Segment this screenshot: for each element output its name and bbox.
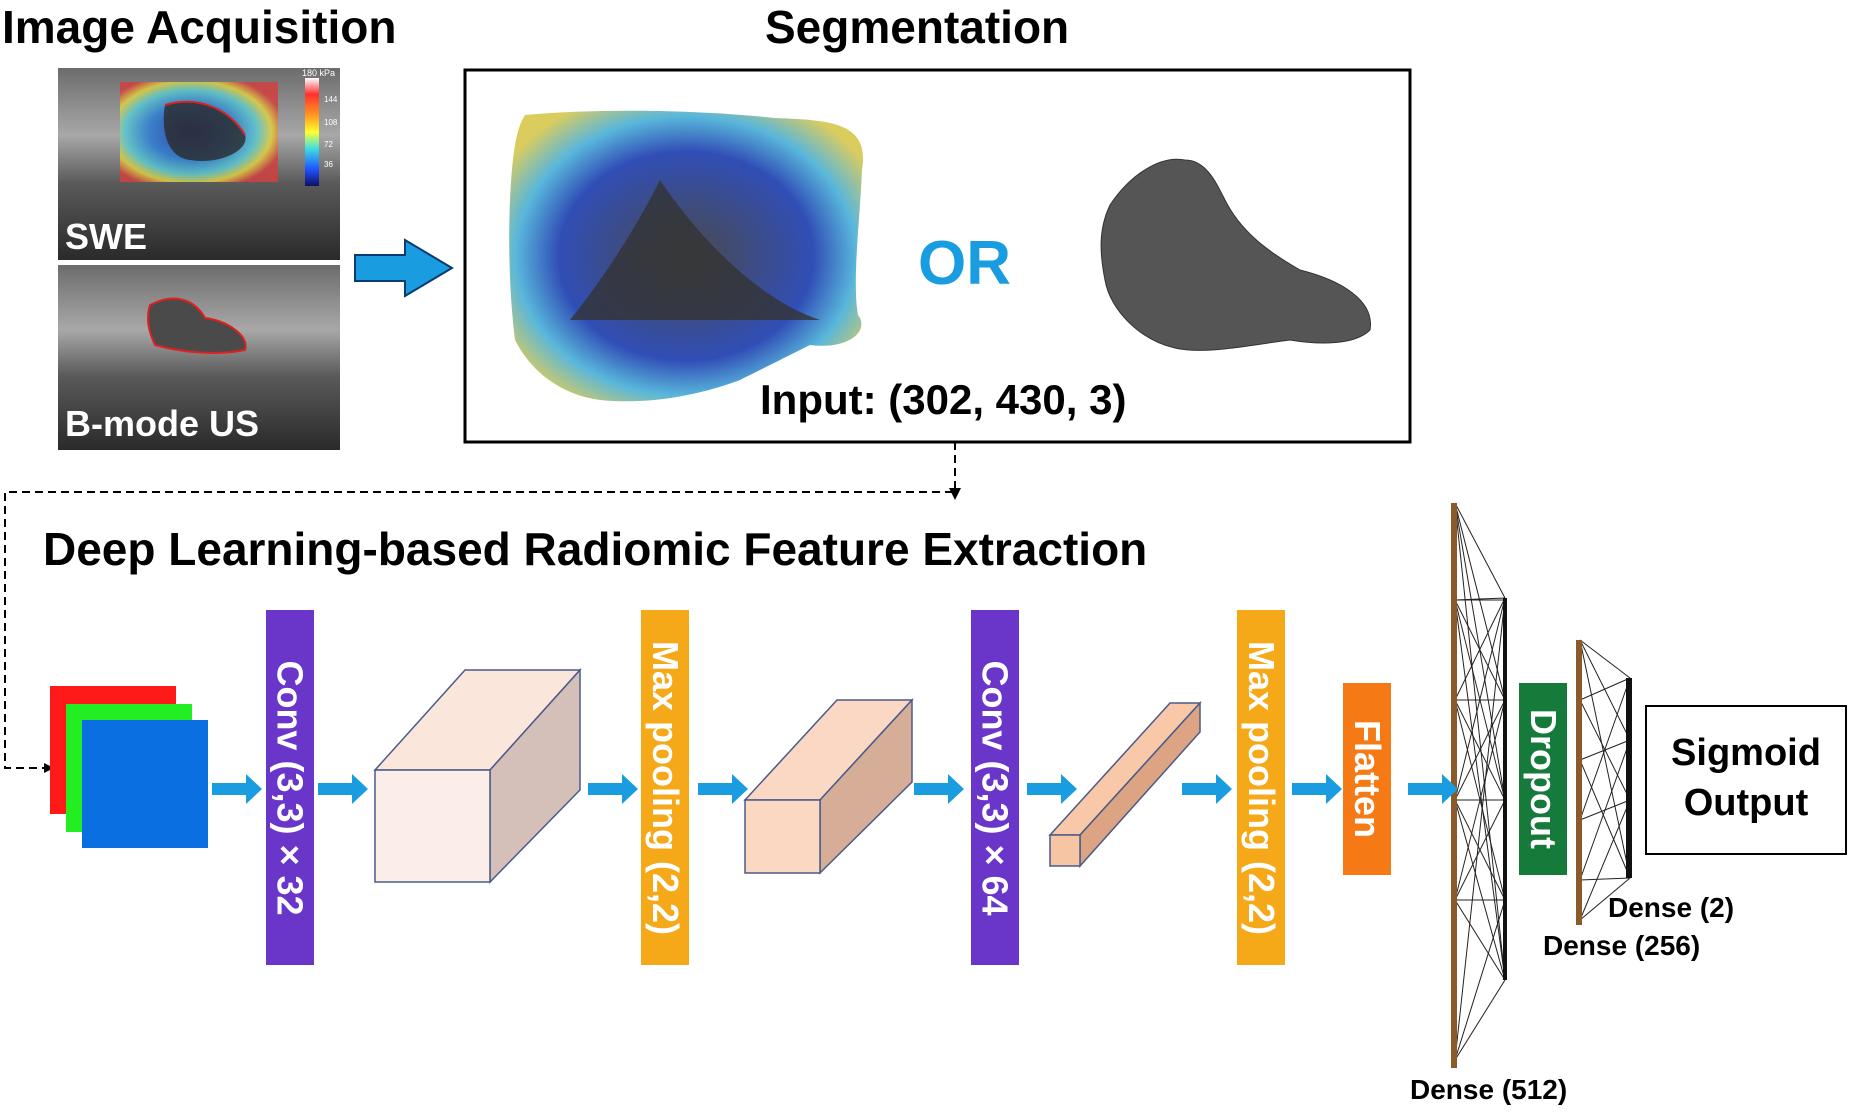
pool2-label: Max pooling (2,2): [1241, 640, 1283, 935]
right-arrow-icon: [212, 774, 262, 804]
swe-image: [58, 68, 340, 260]
dense-512-label: Dense (512): [1410, 1074, 1568, 1105]
dense-256-label: Dense (256): [1543, 930, 1701, 961]
bmode-label: B-mode US: [65, 403, 260, 444]
sigmoid-output-line1: Sigmoid: [1671, 732, 1821, 774]
bmode-roi-image: [1100, 158, 1371, 351]
right-arrow-icon: [1182, 774, 1232, 804]
pool2-layer: Max pooling (2,2): [1237, 610, 1285, 965]
dashed-connector: [4, 442, 961, 773]
conv2-layer: Conv (3,3) × 64: [971, 610, 1019, 965]
heading-image-acquisition: Image Acquisition: [2, 1, 397, 53]
heading-segmentation: Segmentation: [765, 1, 1070, 53]
channel-blue: [82, 720, 208, 848]
right-arrow-icon: [1027, 774, 1077, 804]
right-arrow-icon: [354, 238, 454, 298]
conv2-label: Conv (3,3) × 64: [975, 659, 1016, 916]
flow-arrows: [212, 774, 1458, 804]
dropout-layer: Dropout: [1519, 683, 1567, 875]
conv1-layer: Conv (3,3) × 32: [266, 610, 314, 965]
sigmoid-output-line2: Output: [1683, 782, 1809, 824]
right-arrow-icon: [318, 774, 368, 804]
or-text: OR: [918, 229, 1011, 298]
dense-512-connections: [1454, 502, 1506, 1061]
dense-2-label: Dense (2): [1608, 892, 1735, 923]
pool1-layer: Max pooling (2,2): [641, 610, 689, 965]
feature-map-1: [373, 668, 582, 884]
colorbar-tick-2: 108: [324, 118, 338, 127]
dropout-label: Dropout: [1523, 709, 1564, 849]
right-arrow-icon: [698, 774, 748, 804]
colorbar-unit: 180 kPa: [302, 68, 336, 78]
sigmoid-output-box: [1645, 705, 1847, 855]
dense-256-connections: [1579, 639, 1631, 921]
conv1-label: Conv (3,3) × 32: [270, 659, 311, 916]
dense-256-bar: [1576, 640, 1582, 925]
right-arrow-icon: [588, 774, 638, 804]
feature-map-3: [1048, 701, 1202, 868]
right-arrow-icon: [914, 774, 964, 804]
flatten-layer: Flatten: [1343, 683, 1391, 875]
flatten-label: Flatten: [1347, 719, 1389, 839]
input-shape-text: Input: (302, 430, 3): [760, 376, 1127, 423]
right-arrow-icon: [1292, 774, 1342, 804]
pool1-label: Max pooling (2,2): [645, 640, 687, 935]
bmode-image: [58, 265, 340, 450]
dense-512-output-bar: [1503, 598, 1507, 980]
colorbar-tick-1: 144: [324, 95, 338, 104]
right-arrow-icon: [1408, 774, 1458, 804]
colorbar-tick-3: 72: [324, 140, 333, 149]
feature-map-2: [743, 698, 914, 875]
colorbar-tick-4: 36: [324, 160, 333, 169]
dense-2-bar: [1626, 678, 1632, 878]
heading-feature-extraction: Deep Learning-based Radiomic Feature Ext…: [43, 523, 1148, 575]
swe-label: SWE: [65, 216, 148, 257]
